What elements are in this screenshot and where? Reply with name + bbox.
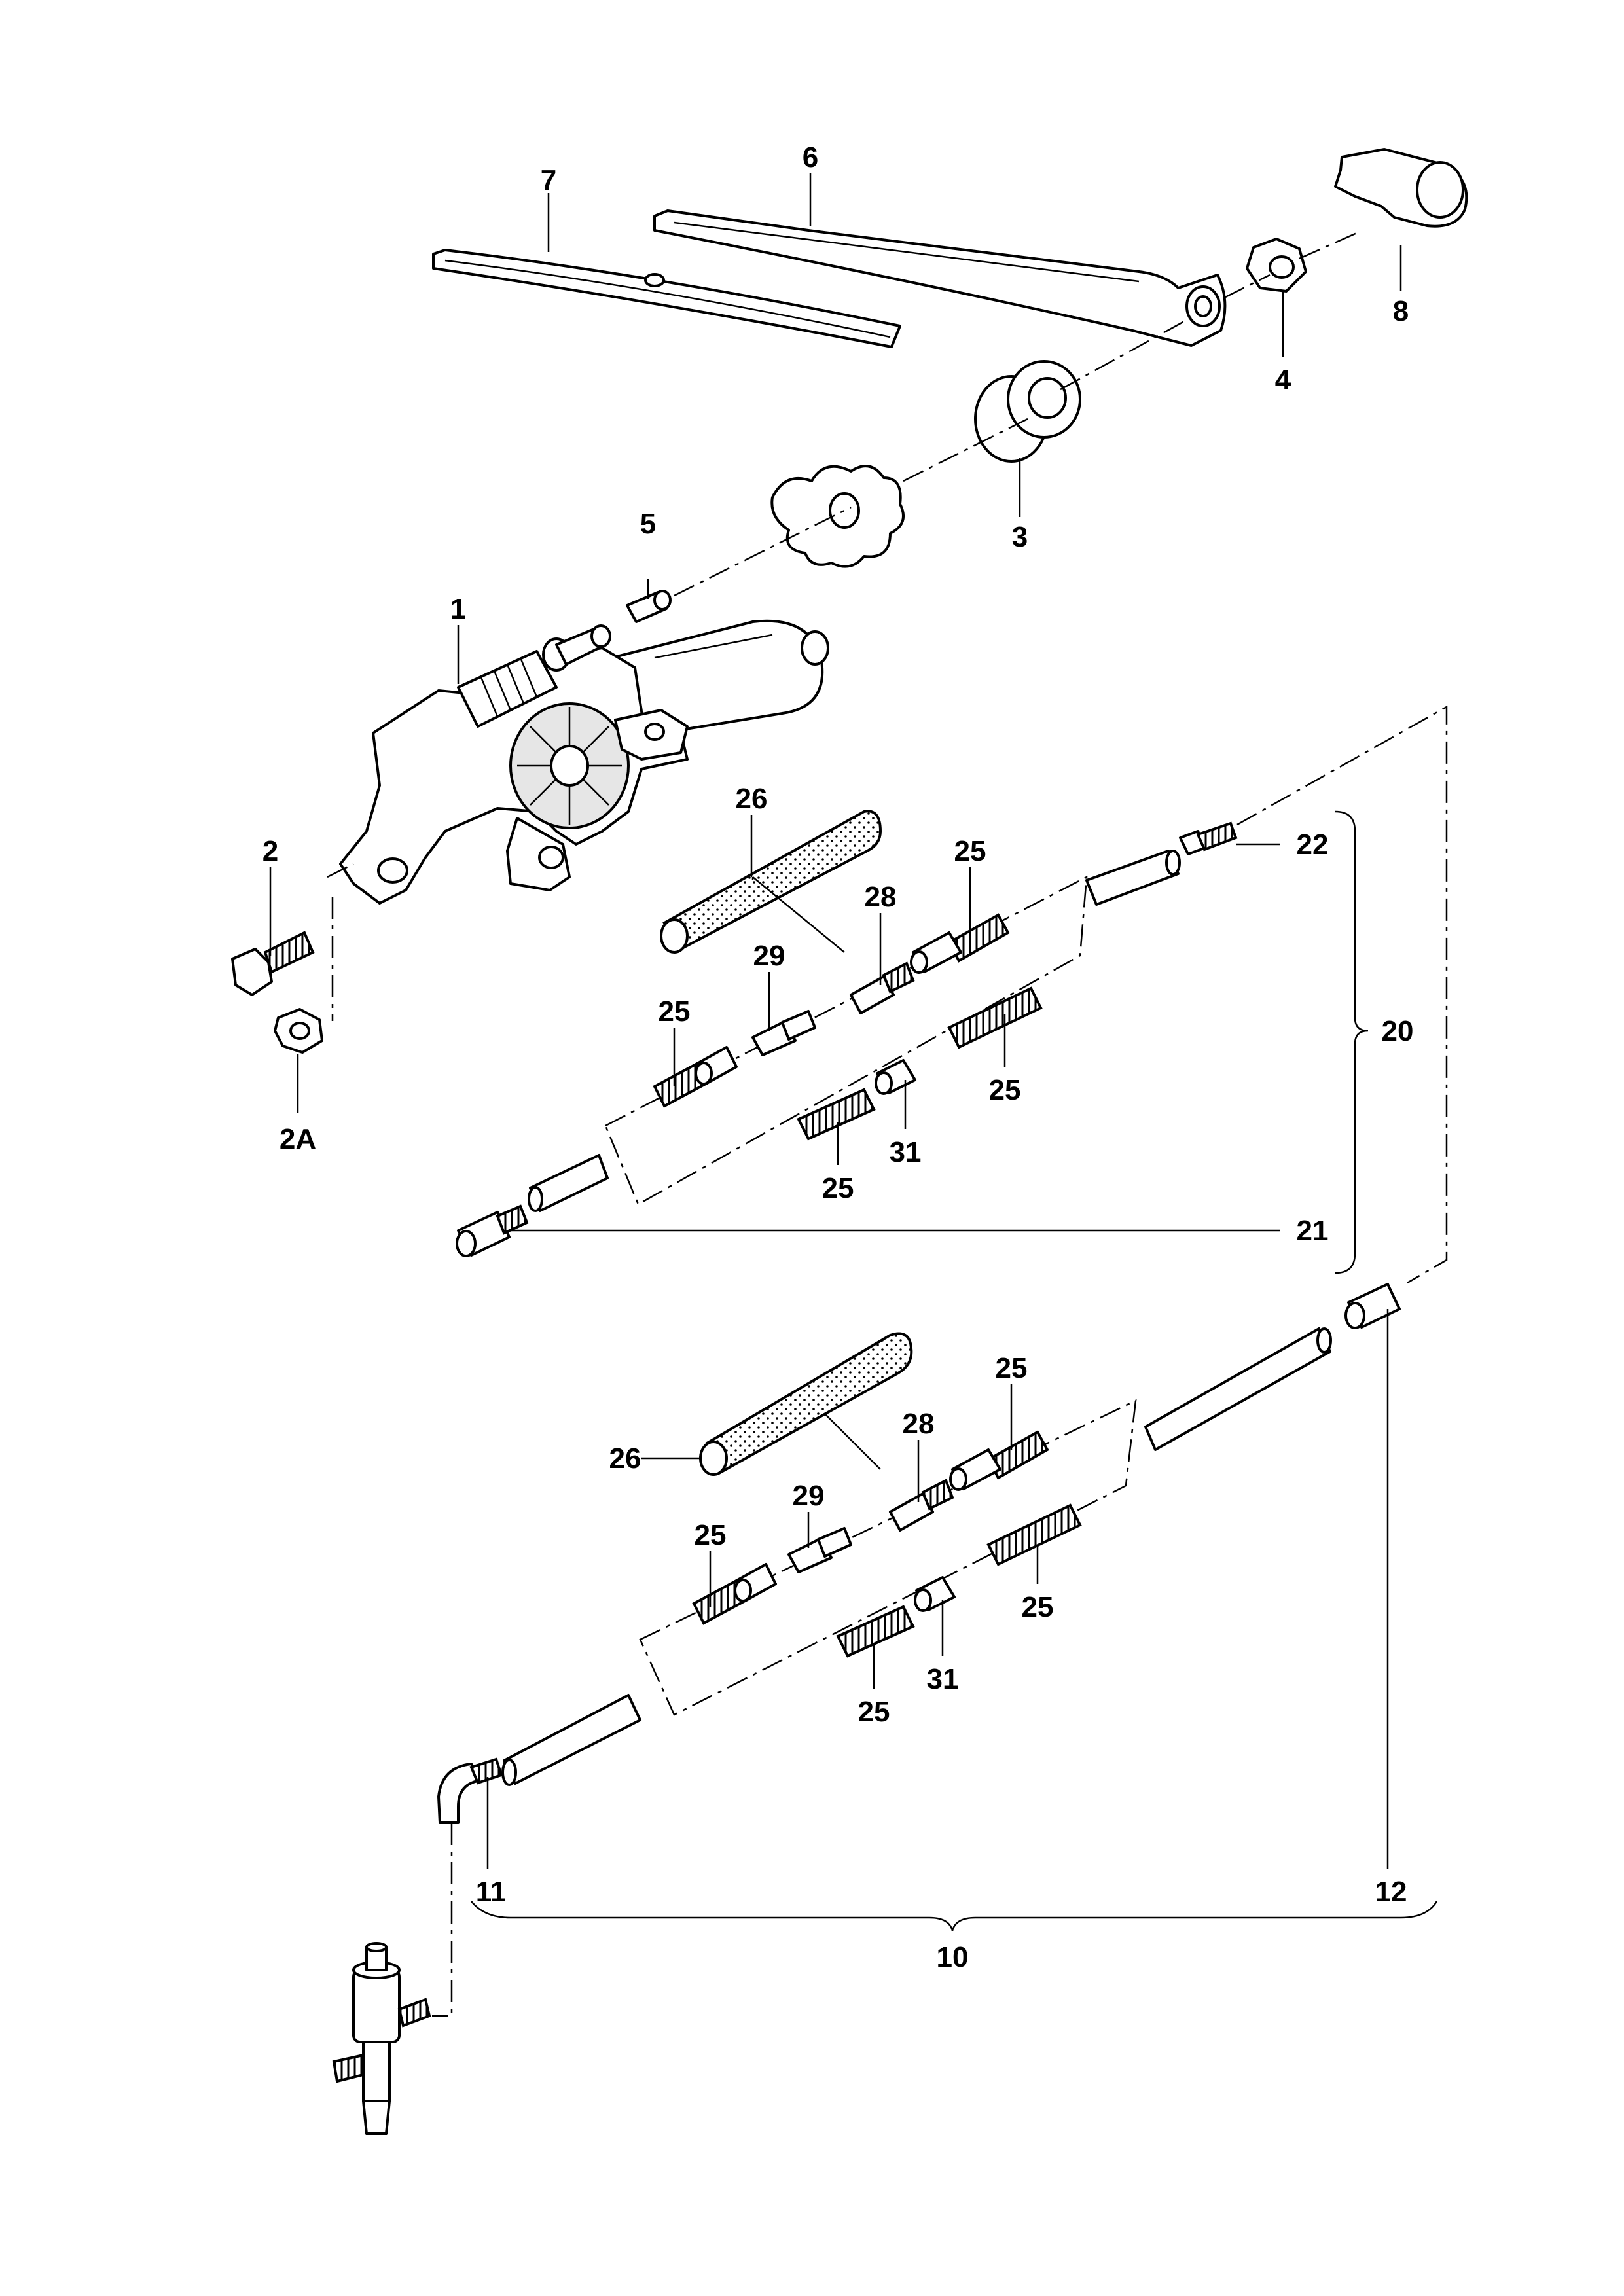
callout-lower-25-right: 25: [1022, 1591, 1054, 1623]
hose-segment-lower-left: [501, 1694, 641, 1786]
callout-4: 4: [1275, 364, 1291, 396]
part-12-connector: [1344, 1283, 1401, 1329]
callout-11: 11: [476, 1876, 507, 1908]
callout-8: 8: [1393, 295, 1409, 327]
part-25-thread-upper-c: [947, 986, 1043, 1049]
callout-2a: 2A: [280, 1123, 316, 1155]
callout-lower-25-bottom: 25: [858, 1696, 890, 1728]
hose-segment-upper-left: [528, 1154, 609, 1212]
callout-upper-25-left: 25: [659, 996, 691, 1028]
callout-lower-25-left: 25: [695, 1519, 727, 1551]
part-25-thread-upper-b: [653, 1046, 738, 1108]
callout-10: 10: [937, 1941, 969, 1973]
callout-lower-28: 28: [903, 1408, 935, 1440]
callout-upper-28: 28: [865, 881, 897, 913]
callout-5: 5: [640, 508, 656, 540]
callout-upper-25-right: 25: [989, 1074, 1021, 1106]
callout-labels: 7 6 8 4 3 5 1 2 2A 22 20 21 26 28 25 29 …: [262, 141, 1414, 1973]
part-3-grommet: [974, 360, 1081, 463]
part-7-wiper-blade: [432, 249, 901, 348]
part-8-cover-cap: [1334, 148, 1468, 228]
part-2a-nut: [274, 1008, 323, 1054]
callout-upper-25-bottom: 25: [822, 1172, 854, 1204]
hose-segment-lower-right: [1144, 1327, 1332, 1451]
callout-1: 1: [450, 593, 466, 625]
leader-lines: [269, 173, 1438, 1931]
callout-lower-29: 29: [793, 1480, 825, 1512]
part-1-wiper-motor: [339, 619, 829, 905]
callout-upper-29: 29: [753, 940, 785, 972]
part-28-connector-upper: [850, 961, 915, 1014]
part-22-connector: [1179, 821, 1238, 855]
callout-3: 3: [1012, 521, 1028, 553]
washer-pump-valve: [332, 1942, 431, 2135]
callout-7: 7: [541, 164, 556, 196]
part-2-bolt: [231, 931, 315, 996]
callout-lower-25-top: 25: [996, 1352, 1028, 1384]
callout-12: 12: [1375, 1876, 1407, 1908]
callout-upper-31: 31: [890, 1136, 922, 1168]
part-26-foam-sleeve-upper: [660, 810, 882, 954]
callout-6: 6: [803, 141, 818, 173]
callout-20: 20: [1382, 1015, 1414, 1047]
part-29-y-piece-upper: [751, 1010, 816, 1056]
assembly-axis-lines: [327, 231, 1448, 2017]
callout-upper-26: 26: [736, 783, 768, 815]
part-25-thread-lower-b: [692, 1563, 777, 1625]
gasket-seal: [770, 465, 905, 568]
part-4-hex-nut: [1246, 238, 1307, 293]
part-31-sleeve-lower: [914, 1576, 956, 1612]
sleeve-upper-mid: [910, 931, 962, 974]
part-25-thread-upper-d: [797, 1088, 876, 1141]
sleeve-lower-mid: [949, 1448, 1001, 1491]
callout-21: 21: [1297, 1215, 1329, 1247]
part-29-y-piece-lower: [787, 1527, 852, 1573]
callout-22: 22: [1297, 829, 1329, 861]
callout-lower-26: 26: [609, 1443, 641, 1475]
part-25-thread-lower-c: [986, 1503, 1082, 1566]
part-25-thread-lower-d: [836, 1605, 915, 1658]
part-28-connector-lower: [889, 1479, 954, 1532]
part-11-elbow-connector: [437, 1757, 503, 1824]
callout-lower-31: 31: [927, 1663, 959, 1695]
callout-2: 2: [262, 835, 278, 867]
part-31-sleeve-upper: [875, 1059, 916, 1095]
part-21-connector: [456, 1204, 529, 1257]
part-6-wiper-arm: [653, 209, 1227, 347]
callout-upper-25-top: 25: [954, 835, 986, 867]
hose-segment-upper-right: [1085, 850, 1181, 906]
part-26-foam-sleeve-lower: [699, 1332, 913, 1476]
